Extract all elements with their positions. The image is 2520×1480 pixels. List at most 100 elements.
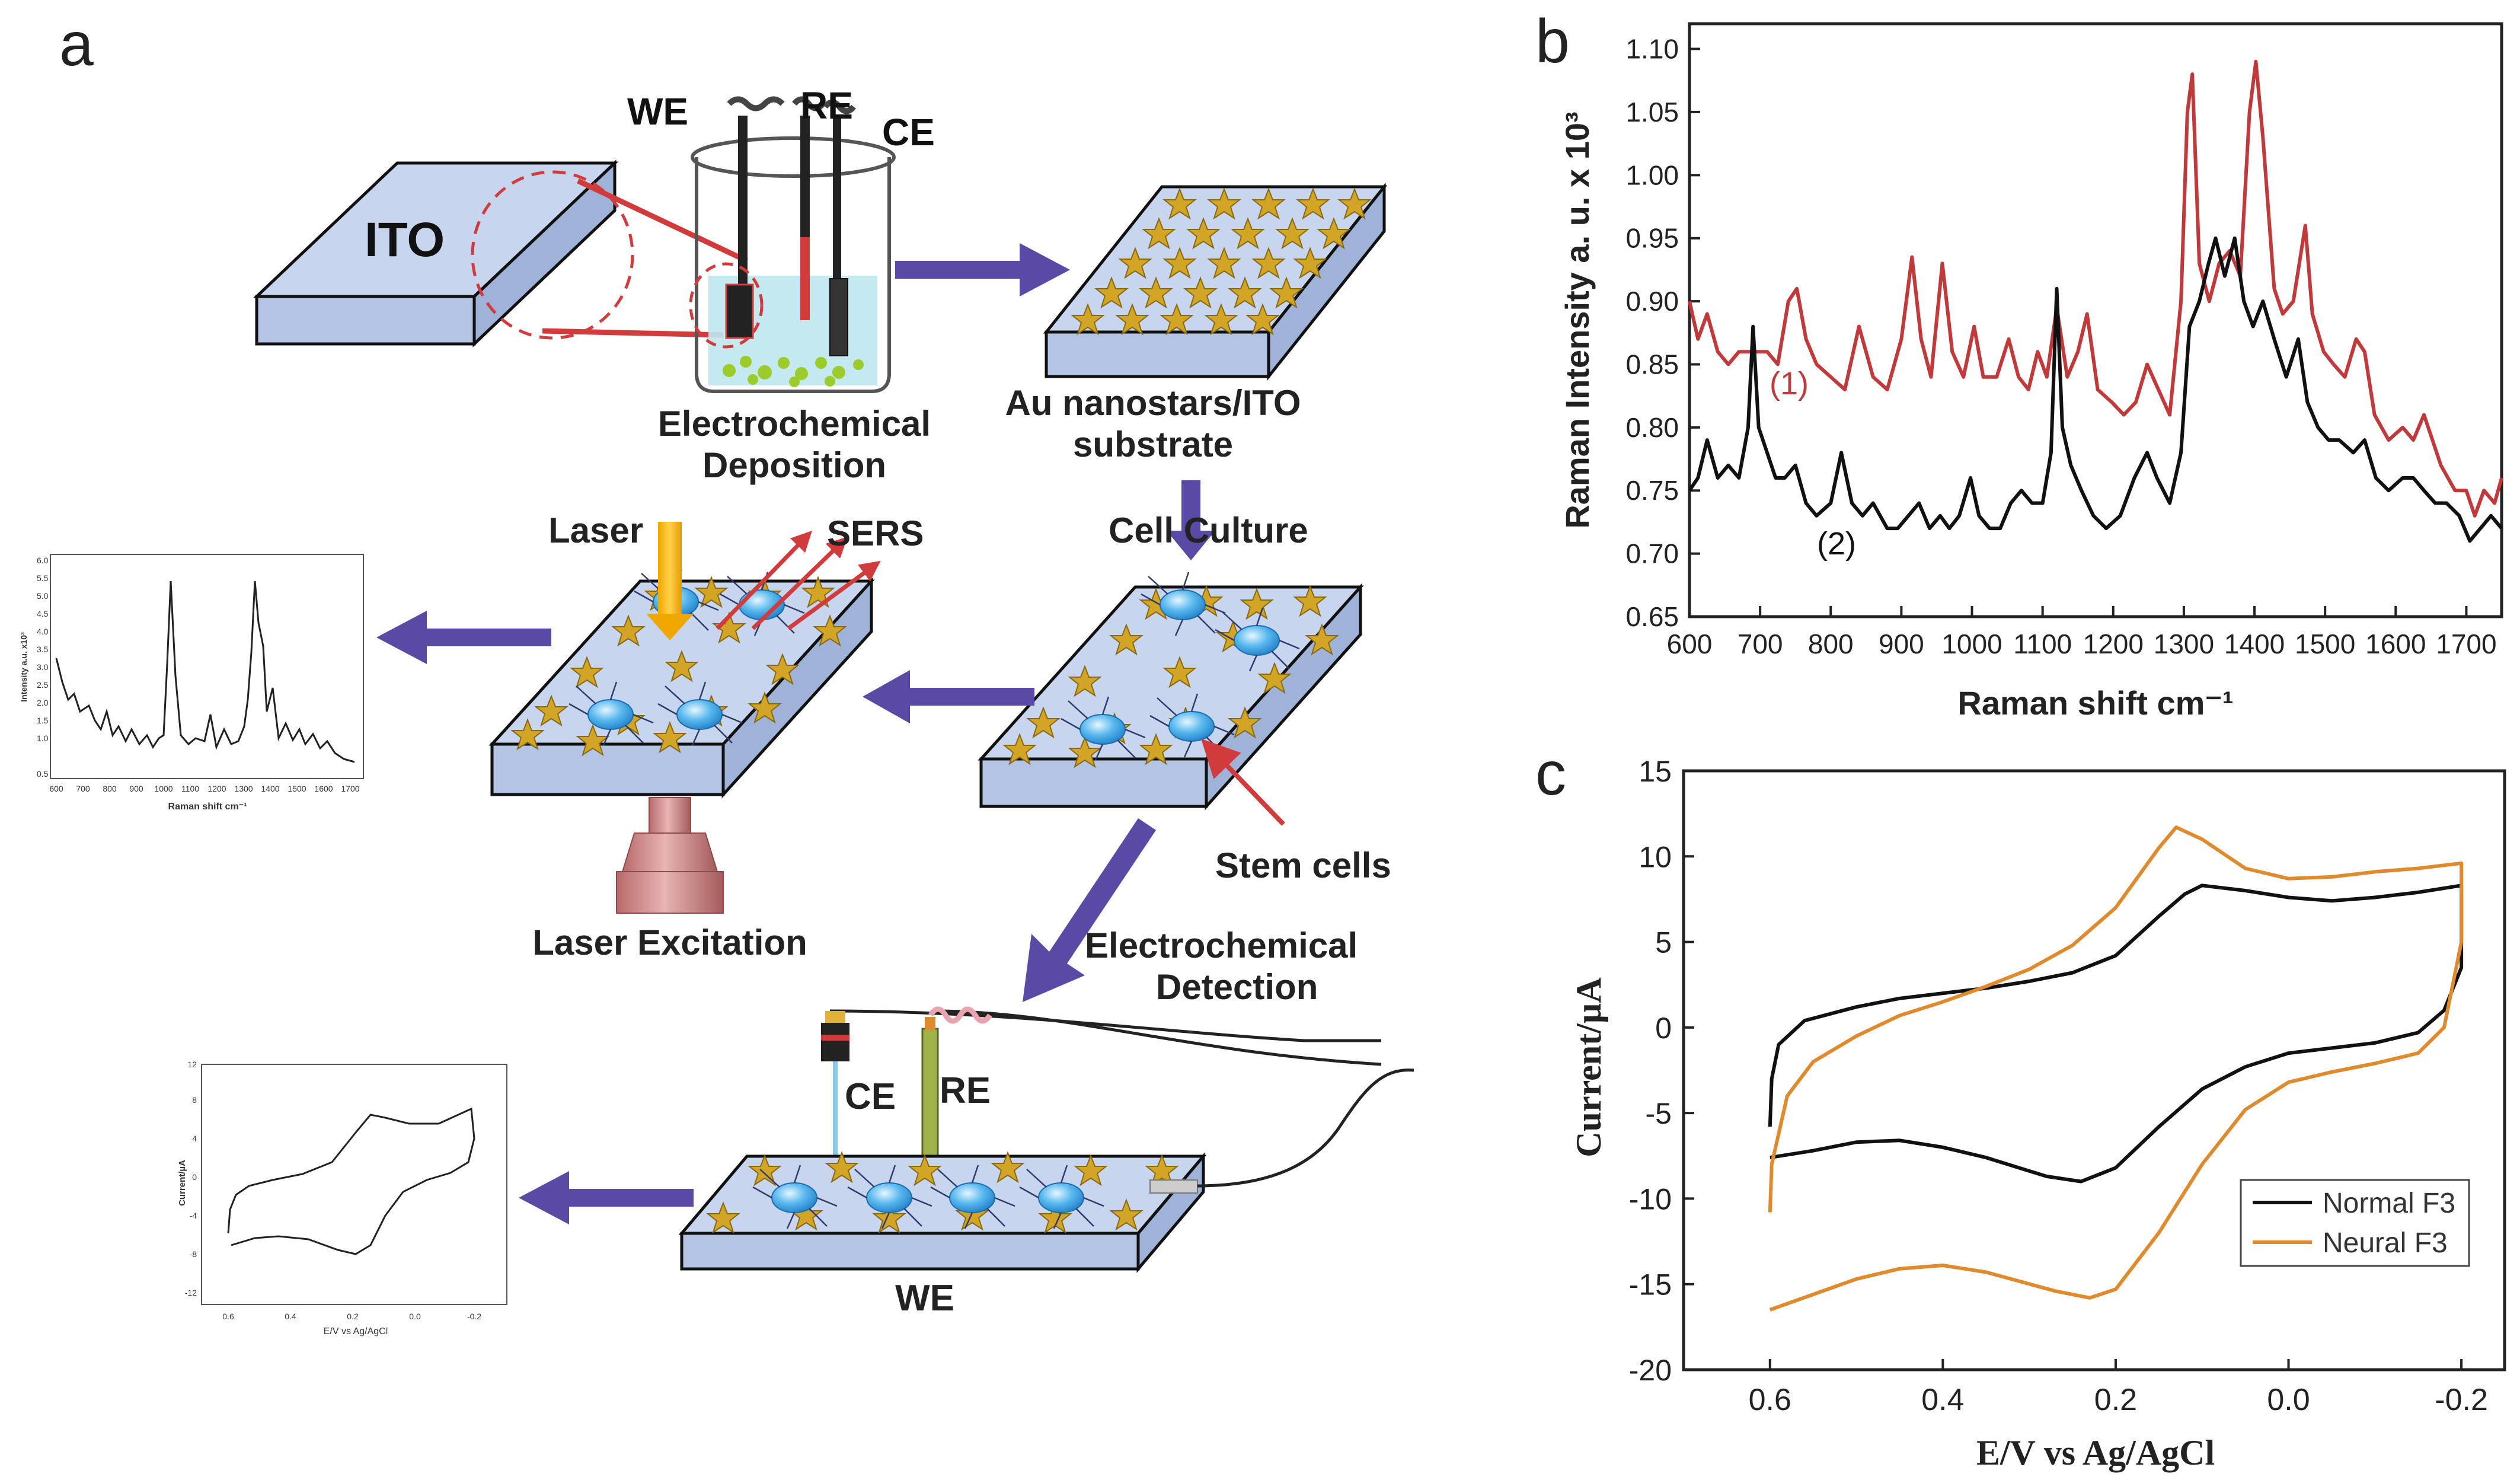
mini-raman-yticks: 6.0 5.5 5.0 4.5 4.0 3.5 3.0 2.5 2.0 1.5 … [37,556,49,779]
mini-cv-xtick: 0.0 [409,1312,421,1321]
cv-legend-box [2240,1179,2470,1267]
ec-detection-label-1: Electrochemical [1085,926,1358,965]
cell-substrate-right [978,571,1364,811]
ec-detection-label-2: Detection [1156,967,1318,1007]
mini-cv-ytick: 4 [192,1134,197,1143]
cv-series-line-2 [1768,825,2464,1312]
sers-substrate [488,568,875,799]
raman-xtick-label: 1000 [1941,629,2002,659]
raman-xlabel: Raman shift cm⁻¹ [1957,684,2233,722]
cv-legend-neural: Neural F3 [2323,1227,2448,1259]
mini-raman-xtick: 1600 [314,784,333,793]
sers-label: SERS [827,513,924,553]
mini-raman-ytick: 2.0 [37,698,49,707]
raman-xtick-label: 1400 [2224,629,2285,659]
mini-cv-ytick: 0 [192,1172,197,1182]
mini-cv-ytick: 8 [192,1095,197,1105]
cv-xtick-label: 0.6 [1749,1383,1791,1417]
raman-y-ticks: 0.650.700.750.800.850.900.951.001.051.10 [1625,34,1700,632]
we-substrate: CE RE WE [678,1006,1414,1319]
mini-cv-xtick: -0.2 [467,1312,481,1321]
cell-culture-label: Cell Culture [1109,511,1308,550]
mini-cv-xtick: 0.4 [285,1312,296,1321]
cv-legend: Normal F3 Neural F3 [2240,1179,2470,1267]
raman-series-line-2 [1688,236,2503,543]
we-label-bottom: WE [895,1278,954,1319]
mini-raman-inset: 6.0 5.5 5.0 4.5 4.0 3.5 3.0 2.5 2.0 1.5 … [19,554,364,812]
mini-raman-xticks: 600 700 800 900 1000 1100 1200 1300 1400… [49,784,359,793]
mini-raman-ytick: 6.0 [37,556,49,565]
we-label-top: WE [627,90,688,133]
cv-plot-frame [1682,769,2506,1371]
mini-raman-xtick: 1400 [261,784,279,793]
arrow-cell-culture [1167,480,1215,560]
mini-cv-xticks: 0.6 0.4 0.2 0.0 -0.2 [222,1312,481,1321]
raman-xtick-label: 1700 [2436,629,2496,659]
arrow-to-ec-detection [1023,818,1156,1002]
mini-raman-ytick: 4.0 [37,627,49,636]
raman-ytick-label: 0.70 [1625,538,1679,569]
cv-ytick-label: -5 [1646,1097,1672,1130]
panel-letter-c: c [1535,739,1566,808]
mini-raman-xtick: 1000 [154,784,173,793]
sers-emission-arrows [716,530,881,630]
raman-annotation-2: (2) [1817,526,1856,562]
panel-a-schematic: ITO WE RE CE Electrochemi [19,84,1414,1337]
zoom-circle-left [471,170,634,340]
raman-series [1688,59,2503,543]
raman-ytick-label: 0.95 [1625,223,1679,254]
mini-raman-xlabel: Raman shift cm⁻¹ [168,802,247,812]
stem-cells-label: Stem cells [1215,846,1391,885]
arrow-to-mini-raman [376,611,551,664]
mini-cv-inset: 12 8 4 0 -4 -8 -12 0.6 0.4 0.2 0.0 -0.2 … [177,1060,507,1337]
raman-xtick-label: 1500 [2295,629,2355,659]
raman-series-line-1 [1688,59,2503,518]
ce-label-top: CE [882,111,935,154]
raman-ytick-label: 0.65 [1625,601,1679,632]
mini-cv-ylabel: Current/µA [177,1160,187,1206]
cv-xtick-label: 0.0 [2267,1383,2310,1417]
raman-ytick-label: 0.80 [1625,412,1679,443]
raman-xtick-label: 800 [1808,629,1854,659]
raman-xtick-label: 1300 [2154,629,2214,659]
cv-series-line-1 [1768,883,2464,1184]
cv-ytick-label: 5 [1655,926,1672,959]
ito-label: ITO [365,213,445,267]
cv-xtick-label: 0.2 [2094,1383,2137,1417]
mini-raman-ytick: 3.5 [37,645,49,654]
mini-cv-ytick: -8 [190,1249,197,1259]
raman-xtick-label: 1100 [2013,629,2072,659]
mini-raman-xtick: 1100 [181,784,199,793]
mini-raman-xtick: 900 [129,784,143,793]
mini-cv-xlabel: E/V vs Ag/AgCl [324,1326,388,1337]
zoom-circle-electrode [689,262,764,349]
raman-ytick-label: 1.05 [1625,97,1679,127]
mini-raman-ytick: 3.0 [37,662,49,672]
cv-xlabel: E/V vs Ag/AgCl [1976,1433,2215,1472]
laser-excitation-label: Laser Excitation [532,923,807,962]
raman-ylabel: Raman Intensity a. u. x 10³ [1558,111,1596,528]
mini-cv-ytick: 12 [187,1060,197,1069]
mini-cv-ytick: -4 [190,1211,197,1220]
panel-letter-b: b [1535,7,1570,76]
mini-raman-xtick: 700 [76,784,90,793]
raman-ytick-label: 1.00 [1625,160,1679,190]
raman-annotation-1: (1) [1770,366,1809,401]
raman-xtick-label: 1200 [2083,629,2144,659]
mini-cv-xtick: 0.2 [347,1312,359,1321]
re-label-bottom: RE [940,1070,991,1111]
mini-raman-xtick: 800 [103,784,117,793]
cv-ytick-label: 0 [1655,1012,1672,1045]
mini-cv-trace [227,1107,475,1255]
mini-raman-xtick: 1200 [207,784,226,793]
panel-letter-a: a [59,10,94,79]
electrochemical-deposition-label-1: Electrochemical [658,404,931,444]
cv-legend-normal: Normal F3 [2323,1188,2455,1219]
mini-raman-xtick: 600 [49,784,63,793]
mini-raman-ytick: 2.5 [37,680,49,690]
mini-cv-ytick: -12 [185,1288,197,1297]
